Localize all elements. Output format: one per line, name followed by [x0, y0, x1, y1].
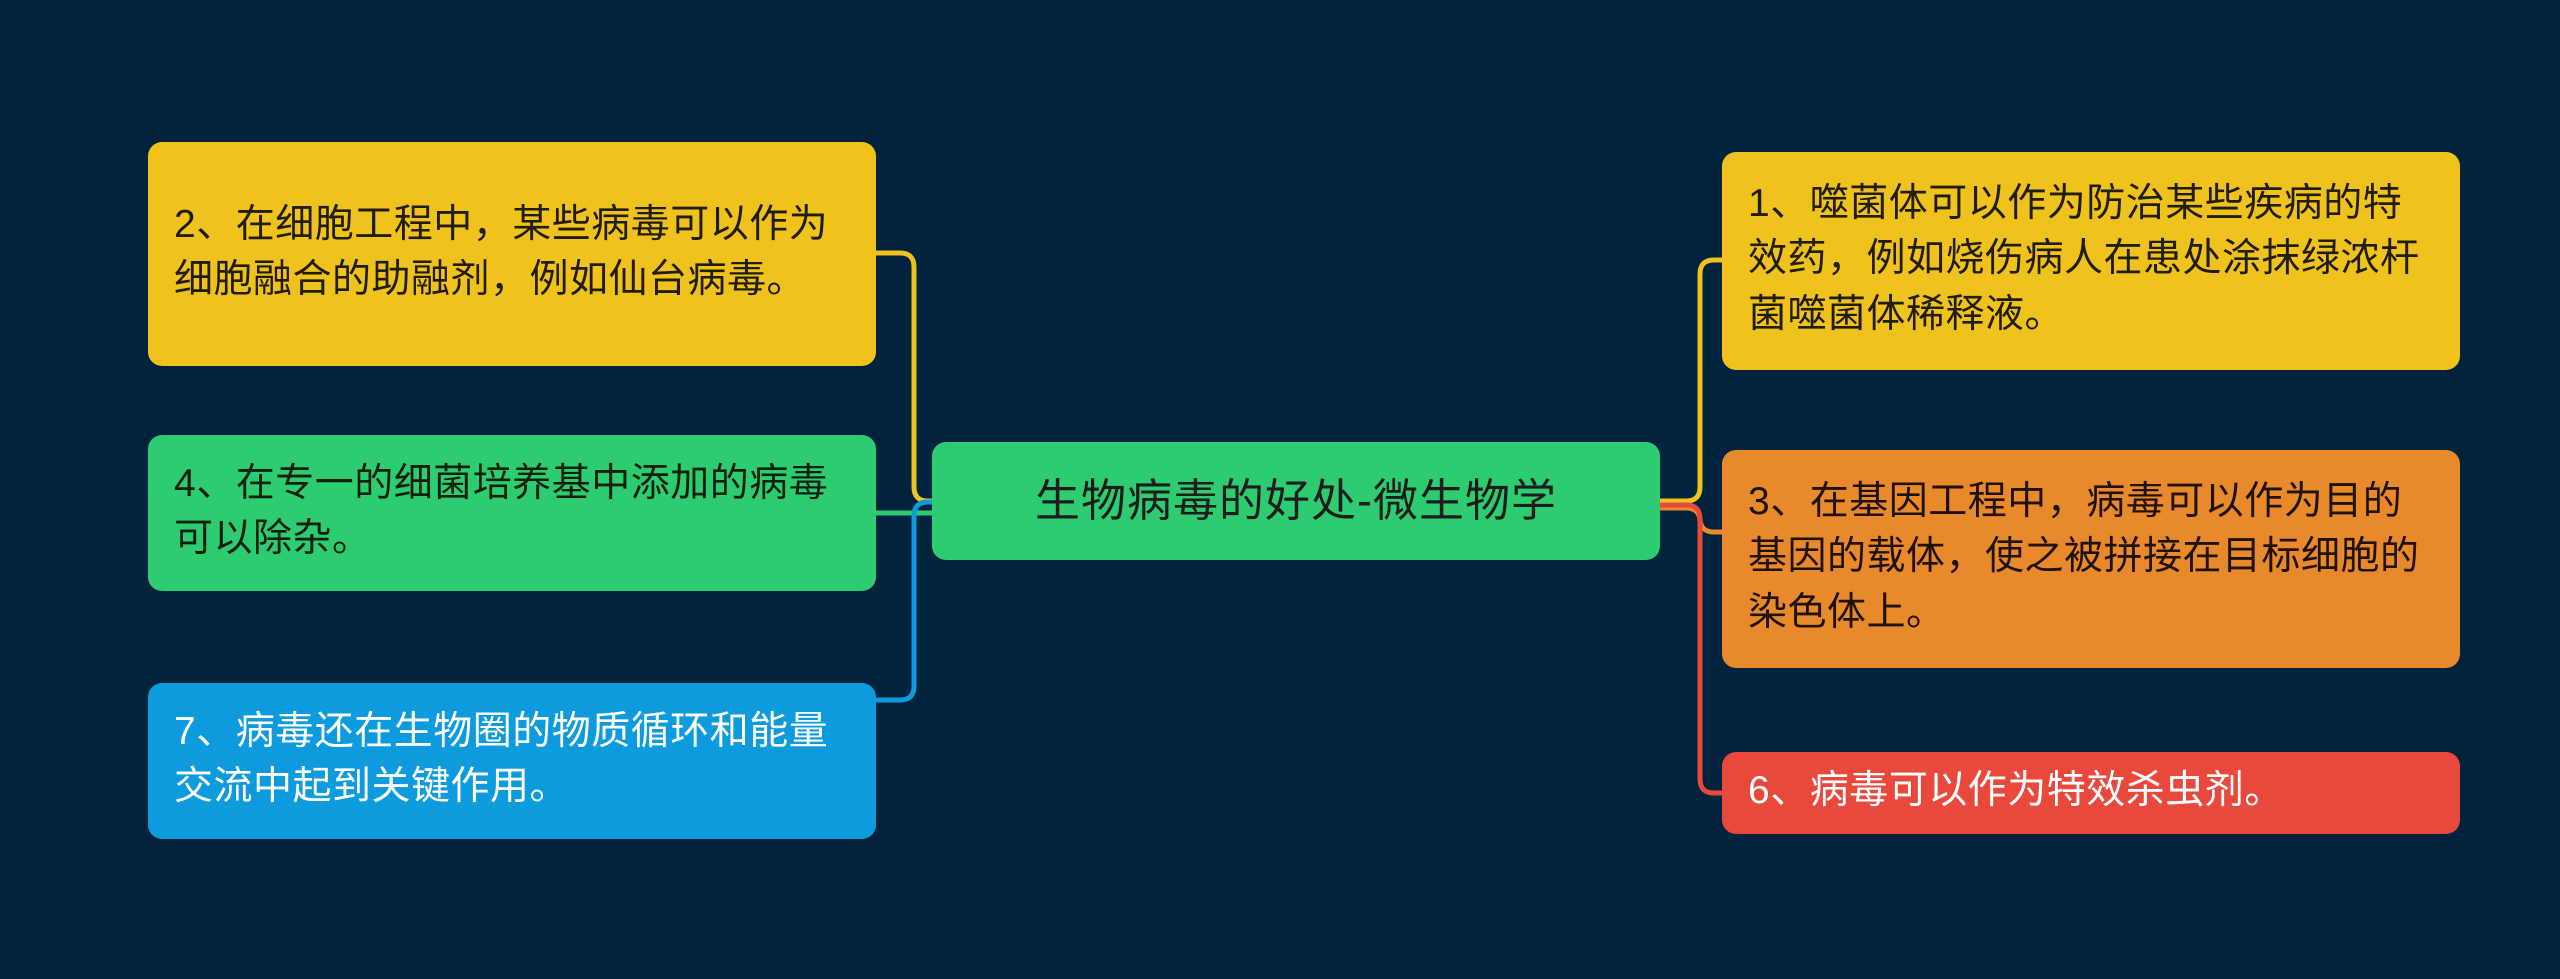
mindmap-node-right-1[interactable]: 1、噬菌体可以作为防治某些疾病的特效药，例如烧伤病人在患处涂抹绿浓杆菌噬菌体稀释…: [1722, 152, 2460, 370]
connector-right-1: [1657, 257, 1725, 504]
mindmap-node-right-3[interactable]: 3、在基因工程中，病毒可以作为目的基因的载体，使之被拼接在目标细胞的染色体上。: [1722, 450, 2460, 668]
mindmap-central-topic[interactable]: 生物病毒的好处-微生物学: [932, 442, 1660, 560]
mindmap-node-right-6-label: 6、病毒可以作为特效杀虫剂。: [1748, 769, 2284, 813]
central-topic-label: 生物病毒的好处-微生物学: [1035, 475, 1557, 527]
mindmap-node-left-4-label: 4、在专一的细菌培养基中添加的病毒可以除杂。: [174, 461, 829, 560]
connector-left-2: [873, 250, 935, 504]
mindmap-node-left-2[interactable]: 2、在细胞工程中，某些病毒可以作为细胞融合的助融剂，例如仙台病毒。: [148, 142, 876, 366]
connector-left-7: [873, 499, 935, 703]
connector-right-3: [1657, 505, 1725, 535]
mindmap-node-left-7[interactable]: 7、病毒还在生物圈的物质循环和能量交流中起到关键作用。: [148, 683, 876, 839]
mindmap-node-right-6[interactable]: 6、病毒可以作为特效杀虫剂。: [1722, 752, 2460, 834]
mindmap-node-left-7-label: 7、病毒还在生物圈的物质循环和能量交流中起到关键作用。: [174, 709, 829, 808]
connector-right-6: [1657, 502, 1725, 796]
mindmap-node-right-1-label: 1、噬菌体可以作为防治某些疾病的特效药，例如烧伤病人在患处涂抹绿浓杆菌噬菌体稀释…: [1748, 181, 2420, 336]
mindmap-node-left-2-label: 2、在细胞工程中，某些病毒可以作为细胞融合的助融剂，例如仙台病毒。: [174, 202, 829, 301]
mindmap-node-right-3-label: 3、在基因工程中，病毒可以作为目的基因的载体，使之被拼接在目标细胞的染色体上。: [1748, 479, 2420, 634]
mindmap-node-left-4[interactable]: 4、在专一的细菌培养基中添加的病毒可以除杂。: [148, 435, 876, 591]
